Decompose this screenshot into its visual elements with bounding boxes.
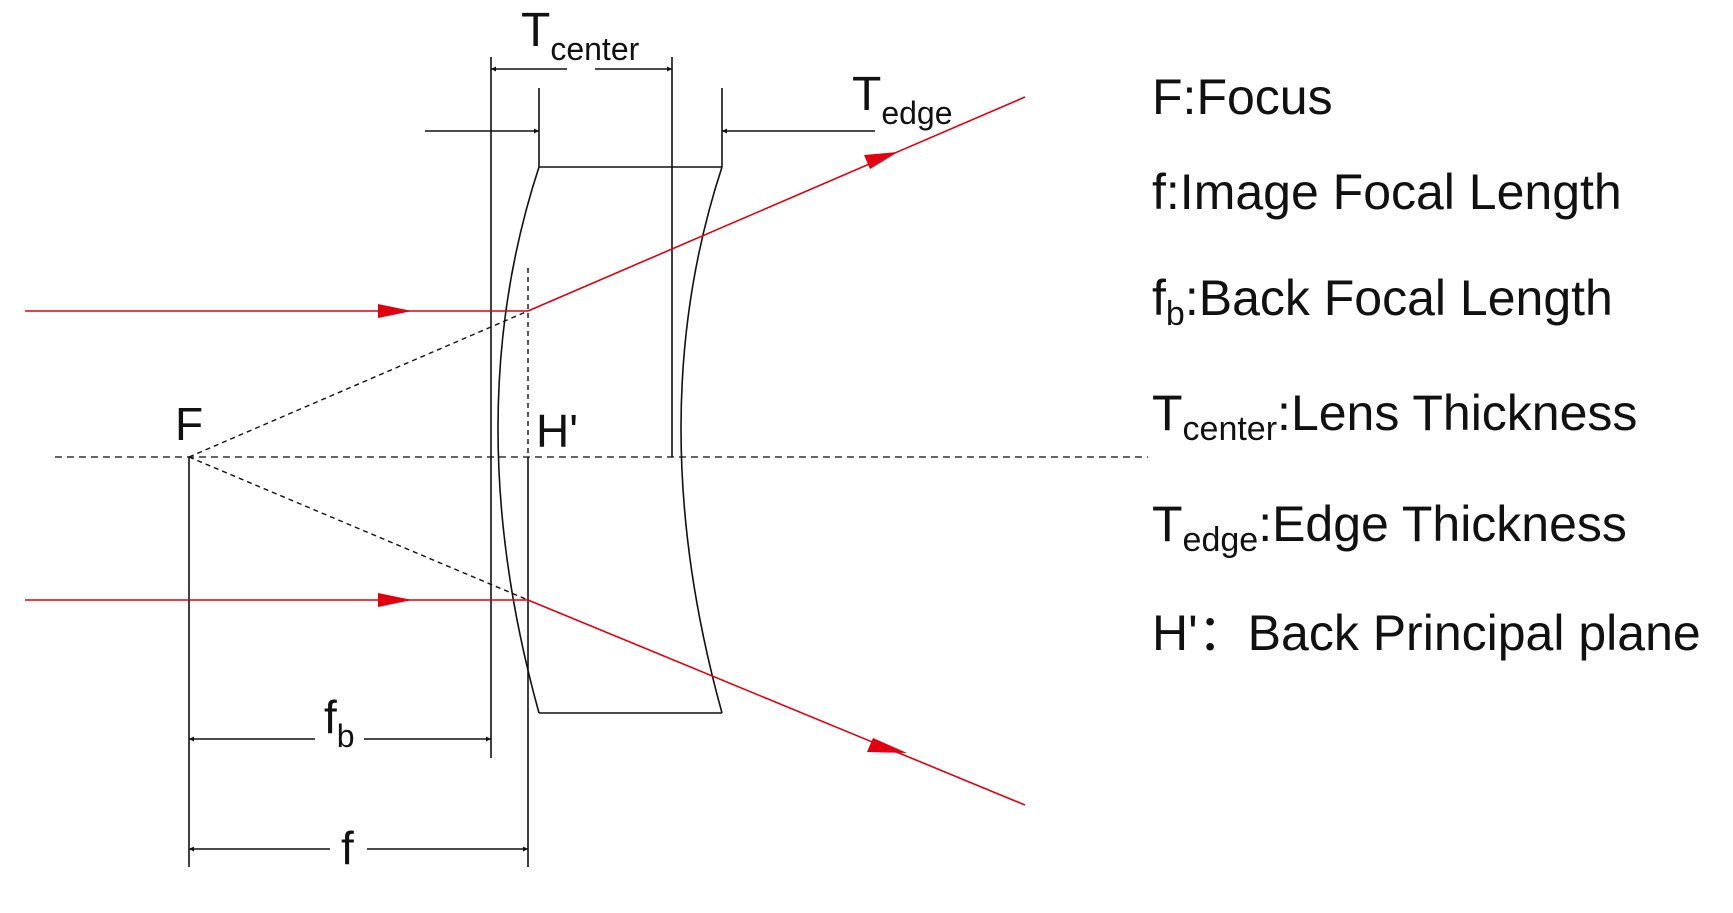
legend-item-focus: F:Focus bbox=[1152, 69, 1333, 125]
focus-label: F bbox=[175, 398, 203, 450]
legend-item-lens-thickness: Tcenter:Lens Thickness bbox=[1152, 385, 1638, 448]
ray-arrow-upper-out bbox=[864, 152, 898, 169]
legend-item-image-focal-length: f:Image Focal Length bbox=[1152, 164, 1622, 220]
refracted-ray-lower bbox=[527, 599, 1026, 806]
concave-lens bbox=[497, 166, 723, 714]
refracted-ray-upper bbox=[527, 96, 1026, 312]
ray-arrow-lower-in bbox=[378, 593, 412, 607]
lens-back-surface bbox=[680, 166, 723, 714]
lens-front-surface bbox=[497, 166, 540, 714]
tcenter-label: Tcenter bbox=[521, 4, 640, 67]
legend-item-back-principal-plane: H'：Back Principal plane bbox=[1152, 605, 1701, 661]
focal-length-label: f bbox=[341, 822, 354, 874]
ray-arrow-upper-in bbox=[378, 304, 412, 318]
virtual-ray-upper bbox=[188, 310, 529, 458]
virtual-ray-lower bbox=[188, 456, 529, 601]
tedge-label: Tedge bbox=[852, 68, 953, 131]
principal-plane-label: H' bbox=[536, 405, 578, 457]
legend: F:Focus f:Image Focal Length fb:Back Foc… bbox=[1152, 0, 1727, 913]
ray-arrow-lower-out bbox=[867, 738, 907, 753]
legend-item-edge-thickness: Tedge:Edge Thickness bbox=[1152, 496, 1627, 559]
back-focal-length-label: fb bbox=[324, 691, 355, 754]
legend-item-back-focal-length: fb:Back Focal Length bbox=[1152, 270, 1613, 333]
